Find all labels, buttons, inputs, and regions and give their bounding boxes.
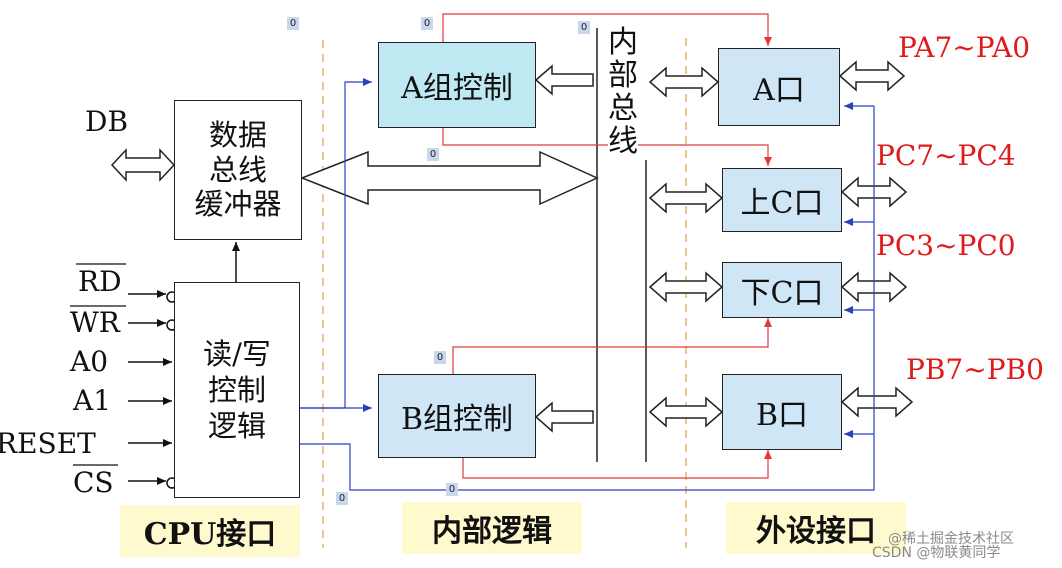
pa-pins-label: PA7~PA0 — [898, 31, 1031, 64]
watermark-csdn: CSDN @物联黄同学 — [872, 545, 1001, 561]
pc-high-pins-label: PC7~PC4 — [876, 139, 1016, 172]
red-group-b-to-port-b — [462, 450, 772, 479]
blue-rw-to-group-a — [300, 78, 372, 409]
db-bus-arrow — [110, 148, 176, 182]
internal-bus-label: 内部总线 — [608, 26, 638, 158]
internal-bus-label-line-2: 部 — [608, 58, 638, 93]
port-c-upper-block: 上C口 — [722, 168, 842, 232]
port-b-label: B口 — [755, 398, 809, 433]
rw-control-label: 读/写控制逻辑 — [203, 336, 271, 445]
db-label: DB — [85, 105, 129, 138]
marker-zero: 0 — [421, 17, 433, 30]
data-bus-buffer-label-line-3: 缓冲器 — [194, 187, 282, 222]
peripheral-interface-section-label: 外设接口 — [726, 502, 906, 554]
a0-label: A0 — [70, 345, 109, 378]
port-a-label: A口 — [753, 73, 805, 108]
buffer-bus-arrow — [299, 150, 599, 206]
internal-logic-section-label: 内部逻辑 — [402, 502, 582, 554]
internal-bus-label-line-1: 内 — [608, 25, 638, 60]
group-a-control-block: A组控制 — [378, 42, 536, 128]
marker-zero: 0 — [434, 351, 446, 364]
blue-rw-to-ports — [300, 106, 875, 491]
red-group-b-to-port-c-lower — [452, 318, 772, 374]
port-b-block: B口 — [722, 374, 842, 450]
cpu-interface-section-label: CPU接口 — [120, 505, 300, 557]
rw-control-label-line-3: 逻辑 — [207, 409, 266, 444]
data-bus-buffer-block: 数据总线缓冲器 — [174, 100, 302, 240]
red-group-a-to-port-c-upper — [442, 128, 772, 166]
rw-control-block: 读/写控制逻辑 — [174, 282, 300, 498]
data-bus-buffer-label: 数据总线缓冲器 — [194, 118, 281, 222]
rw-control-label-line-2: 控制 — [207, 372, 266, 407]
rd-label: RD — [78, 265, 122, 298]
marker-zero: 0 — [287, 17, 299, 30]
data-bus-buffer-label-line-2: 总线 — [208, 152, 267, 187]
a1-label: A1 — [73, 384, 112, 417]
port-c-lower-block: 下C口 — [722, 262, 842, 318]
group-b-control-block: B组控制 — [378, 374, 536, 458]
internal-bus-label-line-4: 线 — [608, 124, 638, 159]
bus-to-group-b-arrow — [534, 401, 594, 433]
bus-port-a-arrow — [648, 66, 720, 98]
red-group-a-to-port-a — [442, 13, 772, 46]
marker-zero: 0 — [336, 492, 348, 505]
port-c-lower-label: 下C口 — [740, 276, 824, 311]
port-c-upper-label: 上C口 — [740, 186, 824, 221]
pc-low-pins-label: PC3~PC0 — [876, 229, 1016, 262]
cs-label: CS — [73, 466, 114, 499]
marker-zero: 0 — [446, 483, 458, 496]
rw-control-label-line-1: 读/写 — [203, 336, 271, 371]
marker-zero: 0 — [427, 148, 439, 161]
port-b-ext-arrow — [840, 386, 914, 418]
bus-to-group-a-arrow — [534, 64, 594, 96]
port-a-ext-arrow — [838, 60, 906, 92]
data-bus-buffer-label-line-1: 数据 — [208, 117, 267, 152]
internal-bus-label-line-3: 总 — [608, 91, 638, 126]
port-a-block: A口 — [718, 48, 840, 126]
pb-pins-label: PB7~PB0 — [906, 353, 1044, 386]
group-a-control-label: A组控制 — [401, 71, 513, 106]
watermark-juejin: @稀土掘金技术社区 — [888, 531, 1014, 547]
wr-label: WR — [70, 306, 120, 339]
marker-zero: 0 — [578, 21, 590, 34]
group-b-control-label: B组控制 — [400, 402, 514, 437]
reset-label: RESET — [0, 427, 96, 460]
